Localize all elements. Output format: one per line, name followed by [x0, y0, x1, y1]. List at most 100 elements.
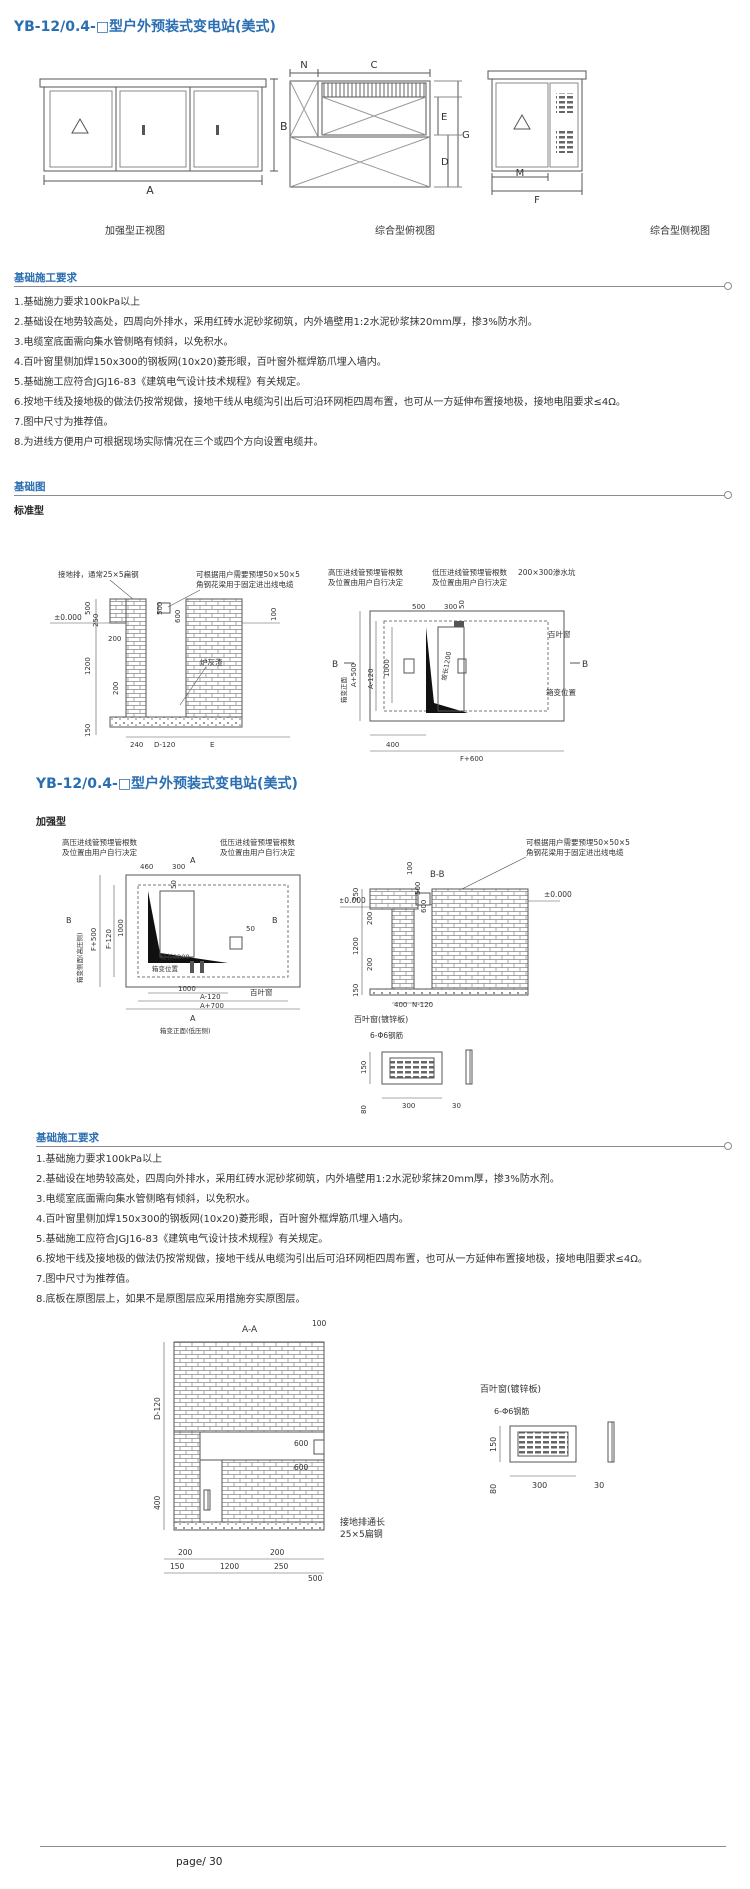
svg-text:300: 300	[172, 863, 185, 871]
louver-detail-drawing: 百叶窗(镀锌板) 6-Φ6钢筋 150 80 300 30	[354, 1014, 473, 1114]
svg-text:150: 150	[489, 1437, 498, 1452]
svg-text:及位置由用户自行决定: 及位置由用户自行决定	[220, 847, 295, 857]
footer-divider	[40, 1846, 726, 1847]
svg-text:E: E	[210, 741, 214, 749]
svg-text:600: 600	[174, 610, 182, 623]
requirement-item: 2.基础设在地势较高处，四周向外排水，采用红砖水泥砂浆砌筑，内外墙壁用1:2水泥…	[14, 317, 538, 328]
svg-text:及位置由用户自行决定: 及位置由用户自行决定	[328, 577, 403, 587]
dim-f: F	[534, 195, 540, 206]
svg-text:B: B	[66, 916, 72, 925]
svg-text:D-120: D-120	[153, 1397, 162, 1420]
svg-text:百叶窗(镀锌板): 百叶窗(镀锌板)	[480, 1383, 541, 1395]
dim-b: B	[280, 120, 288, 133]
svg-text:6-Φ6钢筋: 6-Φ6钢筋	[494, 1406, 529, 1416]
svg-text:300: 300	[444, 603, 457, 611]
reinforced-section-drawing: B-B 可根据用户需要预埋50×50×5 角钢花梁用于固定进出线电缆 ±0.00…	[340, 837, 630, 1009]
svg-text:1000: 1000	[383, 659, 391, 677]
dim-a: A	[146, 184, 154, 197]
aa-section-drawing: A-A 100 600 600 D-120 400	[153, 1319, 327, 1531]
svg-text:500: 500	[414, 882, 422, 895]
svg-text:1200: 1200	[352, 937, 360, 955]
dim-c: C	[371, 60, 378, 71]
divider-dot	[724, 1142, 732, 1150]
requirement-item: 4.百叶窗里侧加焊150x300的钢板网(10x20)菱形眼，百叶窗外框焊筋爪埋…	[36, 1214, 409, 1225]
svg-text:百叶窗(镀锌板): 百叶窗(镀锌板)	[354, 1014, 408, 1024]
divider-dot	[724, 491, 732, 499]
requirements-list-2: 1.基础施力要求100kPa以上 2.基础设在地势较高处，四周向外排水，采用红砖…	[36, 1150, 648, 1310]
svg-text:500: 500	[308, 1574, 323, 1583]
requirement-item: 5.基础施工应符合JGJ16-83《建筑电气设计技术规程》有关规定。	[36, 1234, 329, 1245]
document-title: YB-12/0.4-□型户外预装式变电站(美式)	[14, 19, 276, 35]
svg-text:400: 400	[153, 1495, 162, 1510]
section-divider	[14, 495, 726, 496]
svg-text:炉灰渣: 炉灰渣	[200, 657, 223, 667]
svg-text:1200: 1200	[84, 657, 92, 675]
svg-text:A+700: A+700	[200, 1002, 224, 1010]
standard-section-drawing: 接地排，通常25×5扁钢 可根据用户需要预埋50×50×5 角钢花梁用于固定进出…	[50, 569, 300, 749]
svg-text:200: 200	[366, 912, 374, 925]
svg-text:30: 30	[594, 1481, 604, 1490]
svg-text:低压进线管预埋管根数: 低压进线管预埋管根数	[220, 837, 295, 847]
svg-text:300: 300	[402, 1102, 415, 1110]
svg-text:B-B: B-B	[430, 870, 445, 880]
svg-text:箱变正面(低压侧): 箱变正面(低压侧)	[160, 1026, 211, 1035]
front-view-drawing: A B	[39, 78, 288, 197]
requirement-item: 7.图中尺寸为推荐值。	[36, 1274, 136, 1285]
svg-text:80: 80	[489, 1484, 498, 1494]
ground-bar-note: 接地排通长 25×5扁钢	[340, 1518, 386, 1540]
side-view-drawing: M F	[487, 70, 587, 206]
svg-text:600: 600	[294, 1463, 309, 1472]
svg-text:±0.000: ±0.000	[544, 890, 572, 899]
louver-detail-drawing-2: 百叶窗(镀锌板) 6-Φ6钢筋 150 80 300 30	[480, 1383, 615, 1494]
svg-text:200: 200	[112, 682, 120, 695]
side-view-caption: 综合型侧视图	[650, 226, 710, 237]
requirements-list: 1.基础施力要求100kPa以上 2.基础设在地势较高处，四周向外排水，采用红砖…	[14, 293, 626, 453]
dim-n: N	[300, 60, 307, 71]
svg-text:400: 400	[394, 1001, 407, 1009]
svg-text:N-120: N-120	[412, 1001, 433, 1009]
requirement-item: 3.电缆室底面需向集水管侧略有倾斜，以免积水。	[36, 1194, 256, 1205]
dim-d: D	[441, 157, 449, 168]
svg-text:400: 400	[386, 741, 399, 749]
svg-text:B: B	[582, 660, 588, 670]
svg-text:460: 460	[140, 863, 153, 871]
section-heading-foundation: 基础图	[14, 481, 46, 493]
standard-plan-drawing: 高压进线管预埋管根数 及位置由用户自行决定 低压进线管预埋管根数 及位置由用户自…	[328, 567, 588, 763]
subheading-reinforced: 加强型	[36, 817, 66, 828]
svg-text:50: 50	[458, 600, 466, 609]
svg-text:A-120: A-120	[200, 993, 221, 1001]
requirement-item: 6.按地干线及接地极的做法仍按常规做，接地干线从电缆沟引出后可沿环网柜四周布置，…	[36, 1254, 648, 1265]
svg-text:F+600: F+600	[460, 755, 483, 763]
section-heading-requirements: 基础施工要求	[14, 272, 77, 284]
svg-text:80: 80	[360, 1105, 368, 1114]
svg-text:200×300渗水坑: 200×300渗水坑	[518, 567, 576, 577]
svg-text:箱变位置: 箱变位置	[546, 687, 576, 697]
subheading-standard: 标准型	[14, 506, 44, 517]
svg-text:B: B	[332, 660, 338, 670]
svg-text:500: 500	[156, 602, 164, 615]
svg-text:角钢花梁用于固定进出线电缆: 角钢花梁用于固定进出线电缆	[526, 847, 624, 857]
svg-text:角钢花梁用于固定进出线电缆: 角钢花梁用于固定进出线电缆	[196, 579, 294, 589]
requirement-item: 1.基础施力要求100kPa以上	[36, 1154, 163, 1165]
requirement-item: 2.基础设在地势较高处，四周向外排水，采用红砖水泥砂浆砌筑，内外墙壁用1:2水泥…	[36, 1174, 560, 1185]
document-title-2: YB-12/0.4-□型户外预装式变电站(美式)	[36, 776, 298, 792]
requirement-item: 5.基础施工应符合JGJ16-83《建筑电气设计技术规程》有关规定。	[14, 377, 307, 388]
svg-text:及位置由用户自行决定: 及位置由用户自行决定	[62, 847, 137, 857]
dim-m: M	[516, 168, 525, 179]
requirement-item: 4.百叶窗里侧加焊150x300的钢板网(10x20)菱形眼，百叶窗外框焊筋爪埋…	[14, 357, 387, 368]
requirement-item: 6.按地干线及接地极的做法仍按常规做，接地干线从电缆沟引出后可沿环网柜四周布置，…	[14, 397, 626, 408]
svg-text:D-120: D-120	[154, 741, 175, 749]
svg-text:600: 600	[420, 900, 428, 913]
svg-text:A-A: A-A	[242, 1325, 258, 1335]
svg-text:可根据用户需要预埋50×50×5: 可根据用户需要预埋50×50×5	[196, 569, 300, 579]
svg-text:50: 50	[170, 880, 178, 889]
dim-e: E	[441, 112, 447, 123]
section-divider	[14, 286, 726, 287]
svg-text:250: 250	[274, 1562, 289, 1571]
svg-text:500: 500	[412, 603, 425, 611]
svg-text:坡长1200: 坡长1200	[160, 952, 190, 961]
svg-text:600: 600	[294, 1439, 309, 1448]
svg-text:高压进线管预埋管根数: 高压进线管预埋管根数	[328, 567, 403, 577]
svg-text:1000: 1000	[117, 919, 125, 937]
svg-text:150: 150	[352, 984, 360, 997]
